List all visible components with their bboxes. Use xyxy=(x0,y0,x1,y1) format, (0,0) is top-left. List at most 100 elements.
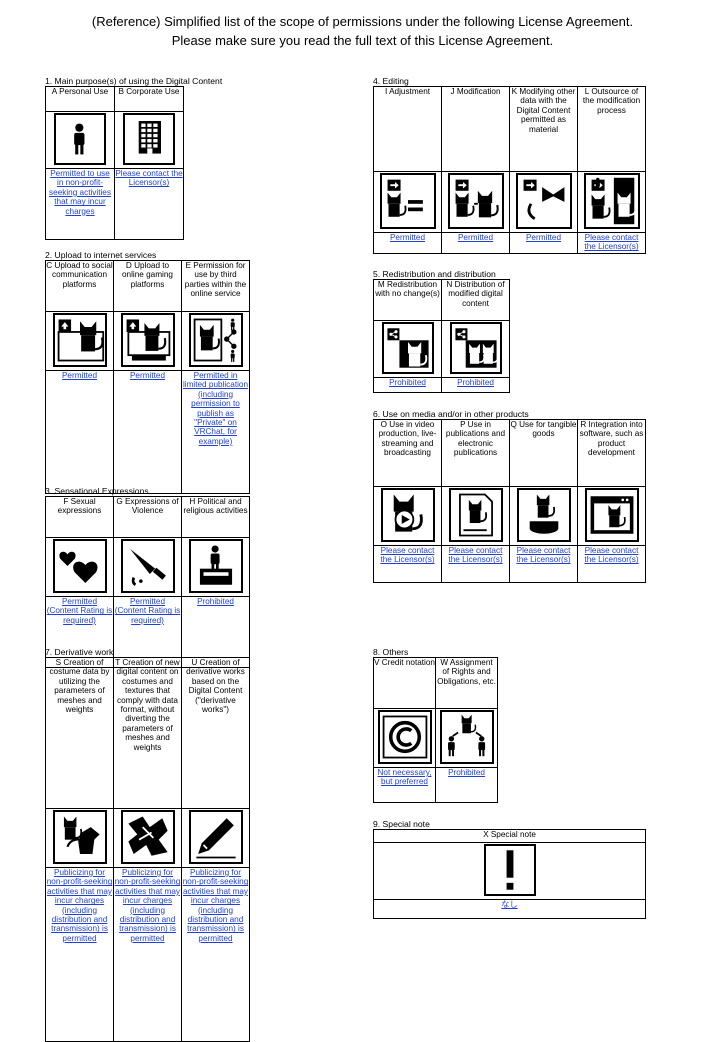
permission-status-text: Permitted xyxy=(61,371,98,381)
permission-status-text: Permitted xyxy=(525,233,562,243)
permission-status-text: Permitted xyxy=(129,371,166,381)
permission-icon-cell xyxy=(181,537,250,597)
video-icon xyxy=(380,487,435,542)
permission-label: V Credit notation xyxy=(373,657,436,709)
permission-status-text: Prohibited xyxy=(389,378,426,388)
permission-icon-cell xyxy=(577,486,646,546)
permission-icon-cell xyxy=(113,537,182,597)
sns-upload-icon xyxy=(52,312,107,367)
permission-status: Please contact the Licensor(s) xyxy=(114,168,184,240)
section-s6: 6. Use on media and/or in other products… xyxy=(373,409,646,583)
permission-status: Permitted xyxy=(113,370,182,494)
merge-icon xyxy=(515,172,572,229)
permission-label: B Corporate Use xyxy=(114,86,184,112)
permission-icon-cell xyxy=(577,171,646,233)
permission-label: L Outsource of the modification process xyxy=(577,86,646,172)
page-title-line1: (Reference) Simplified list of the scope… xyxy=(91,14,634,29)
section-title: 1. Main purpose(s) of using the Digital … xyxy=(45,76,223,86)
permission-label: K Modifying other data with the Digital … xyxy=(509,86,578,172)
section-title: 3. Sensational Expressions xyxy=(45,486,149,496)
permission-icon-cell xyxy=(441,486,510,546)
costume-icon xyxy=(52,809,107,864)
page-title-line2: Please make sure you read the full text … xyxy=(171,33,554,48)
permission-icon-cell xyxy=(373,708,436,768)
permission-status: Please contact the Licensor(s) xyxy=(577,232,646,254)
podium-icon xyxy=(188,538,243,593)
document-icon xyxy=(448,487,503,542)
permission-status-text: Please contact the Licensor(s) xyxy=(584,546,639,565)
permission-icon-cell xyxy=(181,311,250,371)
permission-status-text: Please contact the Licensor(s) xyxy=(380,546,435,565)
permission-status: Permitted in limited publication (includ… xyxy=(181,370,250,494)
section-s1: 1. Main purpose(s) of using the Digital … xyxy=(45,76,222,240)
permission-icon-cell xyxy=(373,842,646,900)
permission-label: O Use in video production, live-streamin… xyxy=(373,419,442,487)
section-title: 9. Special note xyxy=(373,819,430,829)
permission-status: Please contact the Licensor(s) xyxy=(373,545,442,583)
permission-label: R Integration into software, such as pro… xyxy=(577,419,646,487)
permission-status: Prohibited xyxy=(181,596,250,668)
share-network-icon xyxy=(188,312,243,367)
permission-label: J Modification xyxy=(441,86,510,172)
permission-status-text: Please contact the Licensor(s) xyxy=(448,546,503,565)
permission-icon-cell xyxy=(435,708,498,768)
permission-label: T Creation of new digital content on cos… xyxy=(113,657,182,809)
permission-status-text: Prohibited xyxy=(457,378,494,388)
software-window-icon xyxy=(584,487,639,542)
permission-label: Q Use for tangible goods xyxy=(509,419,578,487)
exclamation-icon xyxy=(483,843,536,896)
assign-icon xyxy=(439,709,494,764)
building-icon xyxy=(123,112,175,165)
permission-status: Publicizing for non-profit-seeking activ… xyxy=(113,867,182,1042)
permission-icon-cell xyxy=(373,486,442,546)
permission-label: G Expressions of Violence xyxy=(113,496,182,538)
permission-status-text: Please contact the Licensor(s) xyxy=(115,169,183,188)
hearts-icon xyxy=(52,538,107,593)
permission-status: Permitted xyxy=(509,232,578,254)
permission-label: H Political and religious activities xyxy=(181,496,250,538)
permission-label: D Upload to online gaming platforms xyxy=(113,260,182,312)
permission-label: M Redistribution with no change(s) xyxy=(373,279,442,321)
permission-status: Publicizing for non-profit-seeking activ… xyxy=(45,867,114,1042)
permission-icon-cell xyxy=(45,311,114,371)
permission-label: U Creation of derivative works based on … xyxy=(181,657,250,809)
permission-status: Prohibited xyxy=(435,767,498,803)
permission-icon-cell xyxy=(509,171,578,233)
permission-icon-cell xyxy=(45,537,114,597)
permission-status: Please contact the Licensor(s) xyxy=(577,545,646,583)
permission-status-text: Permitted (Content Rating is required) xyxy=(114,597,181,625)
section-title: 8. Others xyxy=(373,647,409,657)
distribute-modified-icon xyxy=(449,321,502,374)
permission-icon-cell xyxy=(45,808,114,868)
permission-label: C Upload to social communication platfor… xyxy=(45,260,114,312)
permission-icon-cell xyxy=(114,111,184,169)
permission-table: S Creation of costume data by utilizing … xyxy=(45,657,250,1042)
permission-status: Permitted xyxy=(373,232,442,254)
permission-status-text: Permitted xyxy=(389,233,426,243)
permission-icon-cell xyxy=(373,320,442,378)
permission-status: Permitted xyxy=(441,232,510,254)
pen-icon xyxy=(188,809,243,864)
permission-status-text: Permitted (Content Rating is required) xyxy=(46,597,113,625)
modify-icon xyxy=(447,172,504,229)
permission-label: P Use in publications and electronic pub… xyxy=(441,419,510,487)
knife-icon xyxy=(120,538,175,593)
section-title: 5. Redistribution and distribution xyxy=(373,269,496,279)
permission-status: Please contact the Licensor(s) xyxy=(441,545,510,583)
permission-status-text: Not necessary, but preferred xyxy=(377,768,432,787)
section-title: 2. Upload to internet services xyxy=(45,250,157,260)
figure-icon xyxy=(516,487,571,542)
permission-label: N Distribution of modified digital conte… xyxy=(441,279,510,321)
permission-status: Prohibited xyxy=(373,377,442,393)
permission-status: なし xyxy=(373,899,646,919)
permission-table: C Upload to social communication platfor… xyxy=(45,260,250,494)
permission-icon-cell xyxy=(113,808,182,868)
